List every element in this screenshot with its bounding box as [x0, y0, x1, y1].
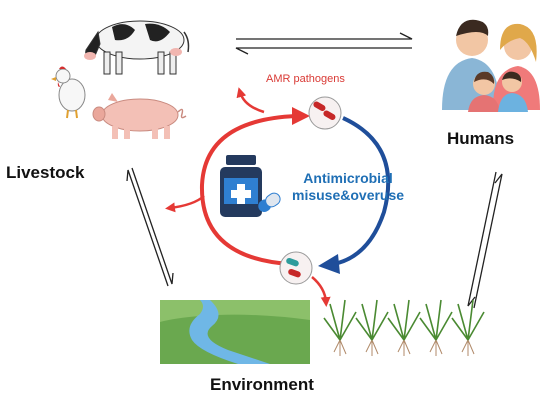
cow-icon [84, 20, 190, 75]
red-cycle-arrow [199, 114, 297, 266]
red-branch-arrow-top [236, 87, 265, 114]
capsule-icon [258, 192, 281, 213]
antimicrobial-misuse-label: Antimicrobial misuse&overuse [292, 170, 404, 204]
livestock-label: Livestock [6, 163, 85, 182]
humans-environment-arrows [467, 171, 503, 309]
humans-label: Humans [447, 129, 515, 148]
environment-label: Environment [210, 375, 314, 394]
blue-cycle-arrowhead [318, 254, 340, 274]
bacteria-icon-bottom [279, 251, 313, 285]
chicken-icon [51, 66, 86, 119]
antimicrobial-line-1: Antimicrobial [303, 170, 393, 186]
amr-pathogens-label: AMR pathogens [266, 73, 345, 85]
family-icon [442, 19, 540, 112]
livestock-humans-arrows [235, 32, 413, 55]
pig-icon [92, 93, 187, 139]
landscape-icon [160, 300, 310, 364]
rice-plants-icon [323, 299, 485, 356]
livestock-environment-arrows [126, 167, 174, 287]
medicine-bottle-icon [220, 155, 262, 217]
red-cycle-arrowhead [292, 107, 310, 125]
red-branch-arrow-bottom [311, 276, 331, 307]
antimicrobial-line-2: misuse&overuse [292, 187, 405, 203]
bacteria-icon-top [308, 96, 342, 130]
blue-cycle-arrow [337, 116, 391, 265]
red-branch-arrow-left [165, 195, 205, 213]
